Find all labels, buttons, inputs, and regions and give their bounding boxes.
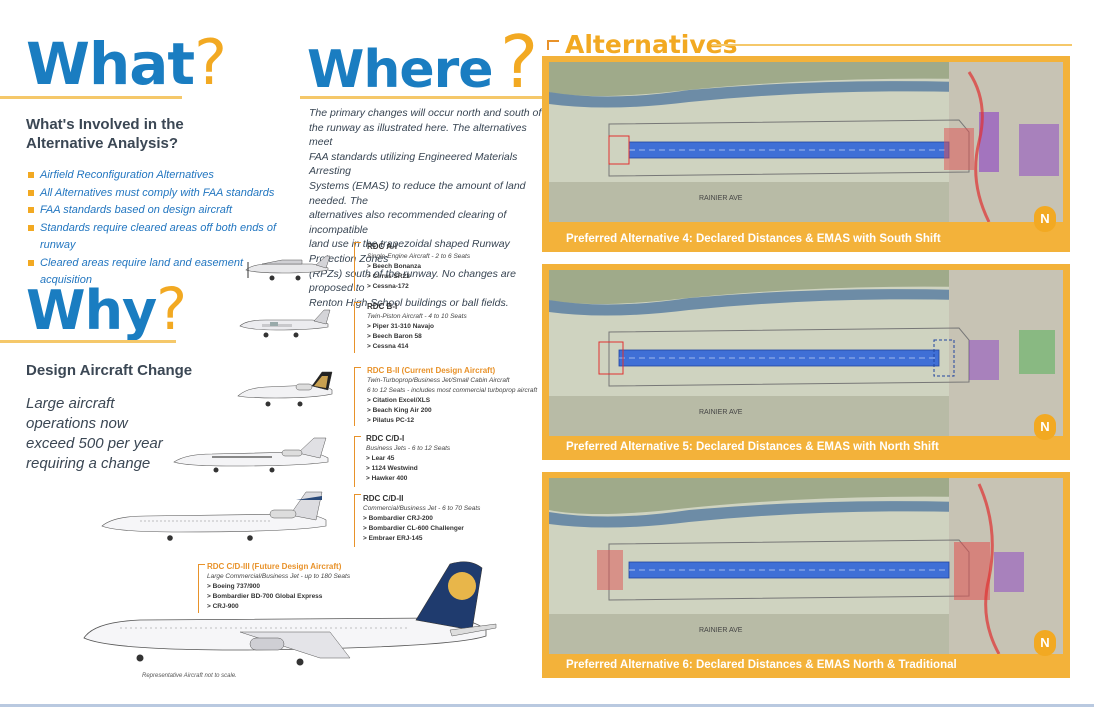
aircraft-a1-info: RDC A-I Single-Engine Aircraft - 2 to 6 … <box>367 242 471 290</box>
aircraft-a1-image <box>245 255 331 281</box>
alternatives-title: Alternatives <box>565 30 738 59</box>
aircraft-b1-image <box>239 309 331 338</box>
alternative-4-label: Preferred Alternative 4: Declared Distan… <box>550 228 950 250</box>
alternative-5-map: RAINIER AVE <box>549 270 1063 436</box>
bullet-square-icon <box>28 259 34 266</box>
why-question-mark: ? <box>156 275 187 343</box>
aircraft-footnote: Representative Aircraft not to scale. <box>142 673 237 679</box>
aircraft-cd2-image <box>101 491 327 541</box>
bullet-item: FAA standards based on design aircraft <box>28 202 288 220</box>
bullet-item: Standards require cleared areas off both… <box>28 220 288 255</box>
what-question-mark: ? <box>194 26 227 99</box>
footer-rule <box>0 704 1094 707</box>
where-heading: Where <box>307 38 494 102</box>
alternative-6-label: Preferred Alternative 6: Declared Distan… <box>550 654 980 693</box>
aircraft-cd2-info: RDC C/D-II Commercial/Business Jet - 6 t… <box>363 494 481 542</box>
aircraft-cd3-bracket <box>198 564 205 613</box>
bullet-item: Airfield Reconfiguration Alternatives <box>28 167 288 185</box>
aircraft-cd2-bracket <box>354 494 361 547</box>
alternative-panel-6: RAINIER AVE Preferred Alternative 6: Dec… <box>542 472 1070 693</box>
alternative-6-map: RAINIER AVE <box>549 478 1063 654</box>
aircraft-cd1-bracket <box>354 436 361 487</box>
what-subtitle-line2: Alternative Analysis? <box>26 135 178 152</box>
why-body: Large aircraft operations now exceed 500… <box>26 395 163 472</box>
alternative-5-map-drawing: RAINIER AVE <box>549 270 1063 436</box>
north-arrow-icon: N <box>1034 630 1056 656</box>
why-heading: Why? <box>26 275 187 344</box>
alternative-5-road-label: RAINIER AVE <box>699 409 743 416</box>
alternative-4-map: RAINIER AVE <box>549 62 1063 222</box>
alternatives-rule <box>712 44 1072 46</box>
aircraft-cd3-info: RDC C/D-III (Future Design Aircraft) Lar… <box>207 562 351 610</box>
what-title: What <box>26 30 195 98</box>
aircraft-b2-info: RDC B-II (Current Design Aircraft) Twin-… <box>367 366 538 424</box>
where-rule <box>300 96 550 99</box>
alternative-6-road-label: RAINIER AVE <box>699 627 743 634</box>
why-rule <box>0 340 176 343</box>
bullet-square-icon <box>28 189 34 196</box>
what-heading: What? <box>26 26 227 99</box>
alternatives-bracket <box>547 40 559 50</box>
aircraft-a1-bracket <box>354 242 361 291</box>
alternative-4-map-drawing: RAINIER AVE <box>549 62 1063 222</box>
aircraft-b1-info: RDC B-I Twin-Piston Aircraft - 4 to 10 S… <box>367 302 467 350</box>
aircraft-cd1-info: RDC C/D-I Business Jets - 6 to 12 Seats … <box>366 434 451 482</box>
bullet-item: All Alternatives must comply with FAA st… <box>28 185 288 203</box>
bullet-square-icon <box>28 172 34 178</box>
bullet-square-icon <box>28 207 34 213</box>
what-rule <box>0 96 182 99</box>
bullet-square-icon <box>28 224 34 231</box>
aircraft-cd3-image <box>83 561 497 666</box>
what-subtitle: What's Involved in the Alternative Analy… <box>26 115 184 153</box>
what-bullet-list: Airfield Reconfiguration Alternatives Al… <box>28 167 288 290</box>
alternative-6-map-drawing: RAINIER AVE <box>549 478 1063 654</box>
why-title: Why <box>26 279 157 342</box>
aircraft-b2-image <box>237 371 333 407</box>
north-arrow-icon: N <box>1034 206 1056 232</box>
what-subtitle-line1: What's Involved in the <box>26 116 184 133</box>
alternative-4-road-label: RAINIER AVE <box>699 195 743 202</box>
bullet-item: Cleared areas require land and easement … <box>28 255 288 290</box>
alternative-panel-4: RAINIER AVE Preferred Alternative 4: Dec… <box>542 56 1070 252</box>
alternative-5-label: Preferred Alternative 5: Declared Distan… <box>550 436 950 458</box>
aircraft-cd1-image <box>173 437 329 473</box>
alternative-panel-5: RAINIER AVE Preferred Alternative 5: Dec… <box>542 264 1070 460</box>
why-subtitle: Design Aircraft Change <box>26 362 193 379</box>
north-arrow-icon: N <box>1034 414 1056 440</box>
where-question-mark: ? <box>500 20 539 104</box>
where-title: Where <box>307 40 494 100</box>
aircraft-b2-bracket <box>354 367 361 426</box>
aircraft-b1-bracket <box>354 302 361 353</box>
